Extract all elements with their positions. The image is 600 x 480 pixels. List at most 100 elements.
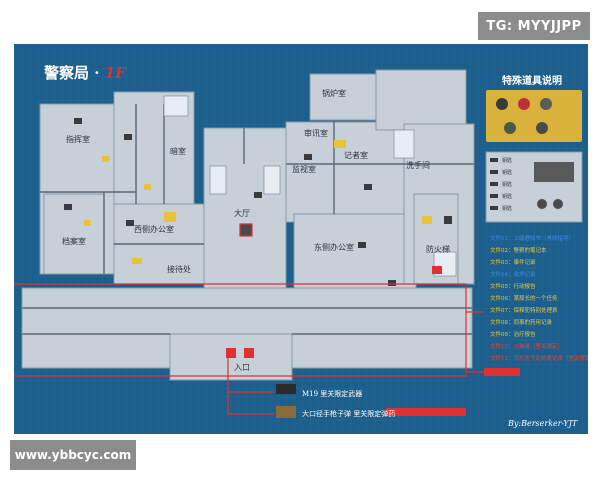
legend-file-label: 文件09：	[490, 330, 514, 338]
room-waiting: 接待处	[167, 264, 191, 274]
key-icon	[490, 194, 498, 198]
legend-file-label: 文件06：	[490, 294, 514, 302]
site-watermark: www.ybbcyc.com	[10, 440, 136, 470]
legend-file-item: 文件01：上级通知书（黑线指导）	[490, 234, 574, 242]
legend-file-label: 文件02：	[490, 246, 514, 254]
file-marker	[334, 140, 346, 148]
m19-pistol-icon	[276, 384, 296, 394]
file-marker	[84, 220, 91, 226]
legend-file-text: 小猫咪（里关限定）	[514, 342, 564, 350]
item-marker	[124, 134, 132, 140]
key-marker	[432, 266, 442, 274]
room-interrogation: 审讯室	[304, 128, 328, 138]
entrance-door-marker	[226, 348, 236, 358]
room-entrance: 入口	[234, 363, 250, 372]
legend-file-label: 文件05：	[490, 282, 514, 290]
item-marker	[388, 280, 396, 286]
special-weapons: M19 里关限定武器 大口径手枪子弹 里关限定弹药	[276, 384, 395, 418]
legend-file-item: 文件05：行动报告	[490, 282, 536, 290]
item-markers	[64, 118, 452, 286]
grenade-icon	[537, 199, 547, 209]
key-label: 钥匙	[502, 181, 512, 188]
key-label: 钥匙	[502, 205, 512, 212]
room-hall: 大厅	[234, 208, 250, 218]
file-marker	[164, 212, 176, 222]
legend-file-text: 同事的药用记录	[514, 318, 553, 326]
file-marker	[132, 258, 142, 264]
legend-file-label: 文件11：	[490, 354, 514, 362]
legend-file-text: 上级通知书（黑线指导）	[514, 234, 575, 242]
ammo-route-label-box	[386, 408, 466, 416]
building-floorplan	[21, 69, 475, 381]
legend-file-item: 文件07：保释犯特别处理表	[490, 306, 558, 314]
key-icon	[490, 182, 498, 186]
author-credit: By:Berserker-YJT	[507, 419, 578, 428]
key-icon	[490, 158, 498, 162]
item-marker	[304, 154, 312, 160]
legend-keys: 钥匙 钥匙 钥匙 钥匙 钥匙	[485, 151, 583, 223]
telegram-watermark: TG: MYYJJPP	[478, 12, 590, 40]
key-label: 钥匙	[502, 169, 512, 176]
legend-file-text: 行动报告	[514, 282, 537, 290]
item-marker	[126, 220, 134, 226]
legend-file-item: 文件02：警察的笔记本	[490, 246, 547, 254]
grenade-icon	[536, 122, 548, 134]
ammo-box-icon	[276, 406, 296, 418]
legend-file-item: 文件03：事件记录	[490, 258, 536, 266]
legend-file-item: 文件11：马孔先下定的笔记本（里关限定）	[490, 354, 588, 362]
weapon-icon	[534, 162, 574, 182]
legend-special-title: 特殊道具说明	[502, 74, 562, 87]
legend-file-label: 文件08：	[490, 318, 514, 326]
file-marker	[102, 156, 109, 162]
item-marker	[64, 204, 72, 210]
m19-label: M19 里关限定武器	[302, 389, 362, 398]
room-east-office: 东侧办公室	[314, 242, 354, 252]
legend-files: 文件01：上级通知书（黑线指导）文件02：警察的笔记本文件03：事件记录文件04…	[490, 234, 588, 362]
legend-special-items: 特殊道具说明	[486, 74, 582, 142]
item-marker	[254, 192, 262, 198]
legend-file-label: 文件01：	[490, 234, 514, 242]
legend-file-text: 保释犯特别处理表	[514, 306, 559, 314]
legend-file-item: 文件06：某局长的一个任务	[490, 294, 558, 302]
legend-file-text: 马孔先下定的笔记本（里关限定）	[514, 354, 589, 362]
room-darkroom: 暗室	[170, 146, 186, 156]
medal-icon	[540, 98, 552, 110]
legend-file-item: 文件08：同事的药用记录	[490, 318, 553, 326]
room-archives: 档案室	[62, 236, 86, 246]
room-observation: 监视室	[292, 164, 316, 174]
key-label: 钥匙	[502, 157, 512, 164]
legend-file-label: 文件03：	[490, 258, 514, 266]
file-marker	[422, 216, 432, 224]
grenade-icon	[496, 98, 508, 110]
room-washroom: 洗手间	[406, 160, 430, 170]
gem-icon	[518, 98, 530, 110]
file-marker	[144, 184, 151, 190]
legend-file-item: 文件10：小猫咪（里关限定）	[490, 342, 563, 350]
item-marker	[444, 216, 452, 224]
grenade-icon	[504, 122, 516, 134]
room-fire-escape: 防火梯	[426, 244, 450, 254]
map-board: 警察局 · 1F	[14, 44, 588, 434]
legend-file-label: 文件04：	[490, 270, 514, 278]
legend-file-text: 事件记录	[514, 258, 537, 266]
legend-file-text: 某局长的一个任务	[514, 294, 559, 302]
entrance-door-marker	[244, 348, 254, 358]
legend-file-text: 收押记录	[514, 270, 537, 278]
map-title: 警察局 · 1F	[43, 64, 127, 82]
key-label: 钥匙	[502, 193, 512, 200]
key-icon	[490, 170, 498, 174]
grenade-icon	[553, 199, 563, 209]
legend-file-label: 文件10：	[490, 342, 514, 350]
legend-file-item: 文件04：收押记录	[490, 270, 536, 278]
item-marker	[358, 242, 366, 248]
interior-walls	[22, 104, 474, 335]
stairs	[163, 95, 457, 277]
police-station-map: 警察局 · 1F	[14, 44, 588, 434]
typewriter-marker	[239, 223, 253, 237]
ammo-label: 大口径手枪子弹 里关限定弹药	[302, 409, 395, 418]
legend-file-item: 文件09：治疗报告	[490, 330, 536, 338]
legend-file-text: 治疗报告	[514, 330, 537, 338]
room-locker: 锅炉室	[322, 88, 346, 98]
item-marker	[364, 184, 372, 190]
key-icon	[490, 206, 498, 210]
